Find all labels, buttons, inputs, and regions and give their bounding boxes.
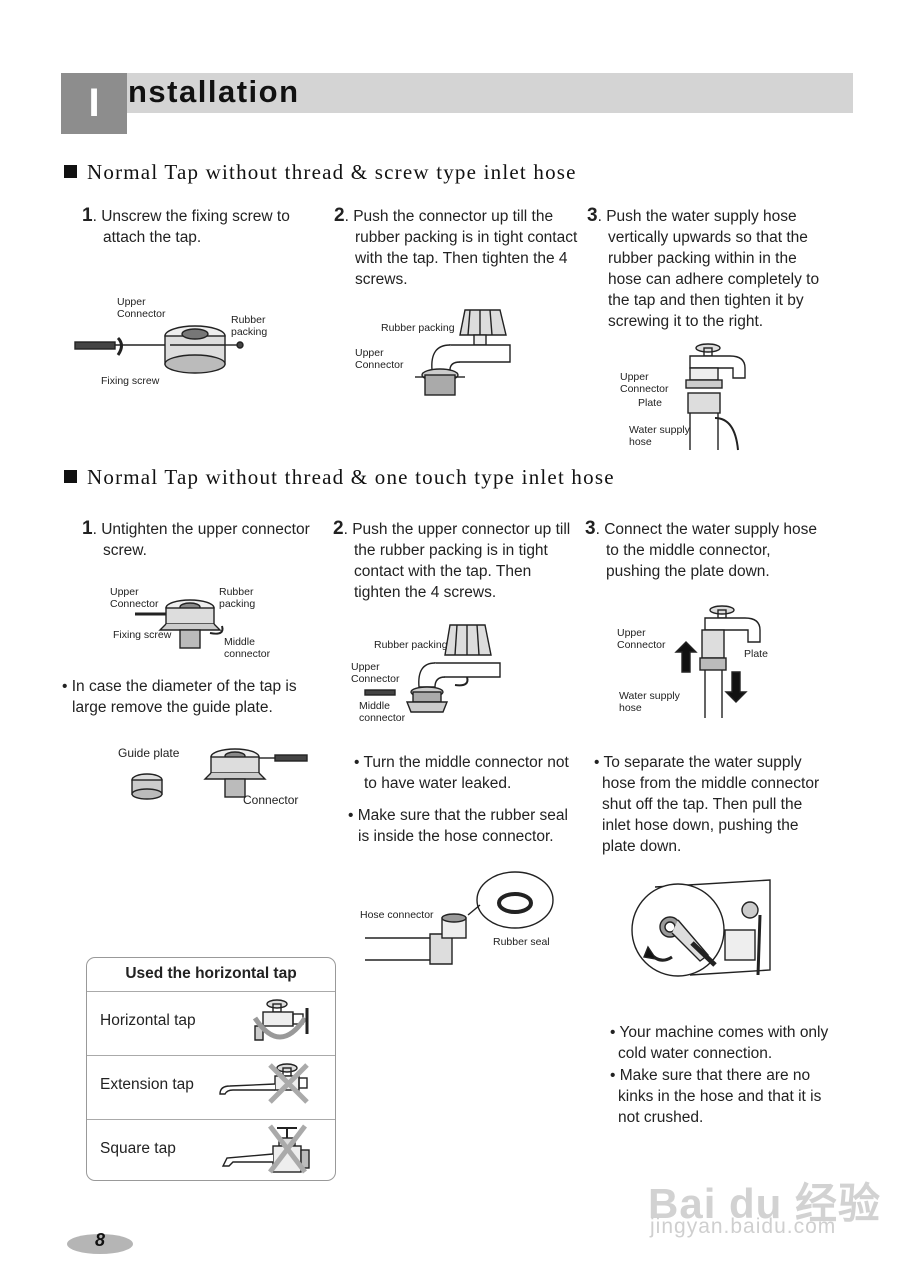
square-bullet-icon <box>64 470 77 483</box>
note-remove-guide-plate: • In case the diameter of the tap is lar… <box>62 678 297 716</box>
s1-step-2: 2. Push the connector up till the rubber… <box>334 205 578 288</box>
s1-step-1: 1. Unscrew the fixing screw to attach th… <box>82 205 290 246</box>
bullet: • <box>62 678 68 695</box>
table-row: Extension tap <box>87 1056 335 1120</box>
s2-step-1: 1. Untighten the upper connector screw. <box>82 518 310 559</box>
header-initial: I <box>88 81 100 125</box>
s1-fixing-screw-illustration <box>74 325 244 374</box>
rubber-seal-illustration <box>365 871 554 965</box>
guide-plate-illustration <box>131 748 308 800</box>
label-rubber-packing: Rubber packing <box>374 639 448 651</box>
row-label: Horizontal tap <box>100 1012 196 1029</box>
table-title: Used the horizontal tap <box>87 958 335 992</box>
horizontal-tap-icon <box>252 999 309 1041</box>
s1-step-3: 3. Push the water supply hose vertically… <box>587 205 820 330</box>
tap-type-table: Used the horizontal tap Horizontal tap E… <box>86 957 336 1181</box>
label-rubber-seal: Rubber seal <box>493 936 550 948</box>
note-cold-water: • Your machine comes with only cold wate… <box>610 1024 829 1062</box>
page-number: 8 <box>95 1230 105 1250</box>
watermark-logo: Bai du 经验 <box>648 1180 882 1227</box>
row-label: Extension tap <box>100 1076 194 1093</box>
watermark-url: jingyan.baidu.com <box>650 1215 837 1238</box>
s2-untighten-screw-illustration <box>135 599 224 649</box>
s2-connect-hose-illustration <box>674 605 761 718</box>
page-number-badge: 8 <box>67 1230 133 1254</box>
header-bar <box>61 73 853 113</box>
note-rubber-seal: • Make sure that the rubber seal is insi… <box>348 807 568 845</box>
header-initial-block <box>61 73 127 134</box>
s1-push-connector-illustration <box>415 309 511 396</box>
note-separate-hose: • To separate the water supply hose from… <box>594 754 820 855</box>
square-bullet-icon <box>64 165 77 178</box>
section-2-title: Normal Tap without thread & one touch ty… <box>64 465 615 490</box>
label-guide-plate: Guide plate <box>118 746 180 760</box>
label-plate: Plate <box>744 648 768 660</box>
extension-tap-icon <box>219 1063 309 1104</box>
note-middle-connector: • Turn the middle connector not to have … <box>354 754 569 792</box>
label-rubber-packing: Rubber packing <box>381 322 455 334</box>
square-tap-icon <box>221 1124 310 1174</box>
note-no-kinks: • Make sure that there are no kinks in t… <box>610 1067 822 1126</box>
s2-step-2: 2. Push the upper connector up till the … <box>333 518 571 601</box>
label-hose-connector: Hose connector <box>360 909 434 921</box>
s1-water-hose-illustration <box>685 343 746 451</box>
label-plate: Plate <box>638 397 662 409</box>
s2-push-connector-illustration <box>364 624 501 713</box>
s2-step-3: 3. Connect the water supply hose to the … <box>585 518 818 580</box>
label-connector: Connector <box>243 793 299 807</box>
page-title: nstallation <box>128 74 300 109</box>
row-label: Square tap <box>100 1140 176 1157</box>
table-row: Square tap <box>87 1120 335 1180</box>
section-1-title: Normal Tap without thread & screw type i… <box>64 160 577 185</box>
table-row: Horizontal tap <box>87 992 335 1056</box>
label-fixing-screw: Fixing screw <box>101 375 160 387</box>
label-fixing-screw: Fixing screw <box>113 629 172 641</box>
washing-machine-illustration <box>631 879 771 977</box>
